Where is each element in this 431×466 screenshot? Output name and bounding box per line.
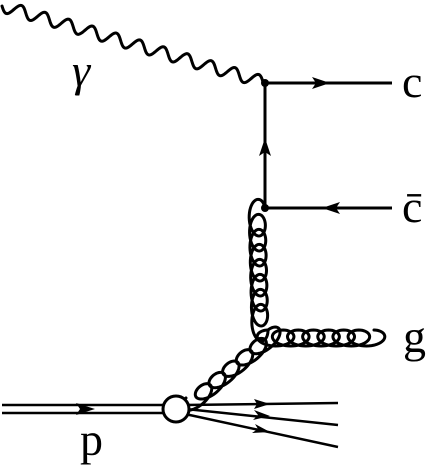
proton-remnant-lines xyxy=(184,401,339,449)
photon-label: γ xyxy=(72,45,92,96)
remnant-arrows xyxy=(252,399,270,433)
charm-label: c xyxy=(402,56,422,107)
gluon-label: g xyxy=(403,311,426,362)
charm-arrow-icon xyxy=(312,77,330,89)
anticharm-label: c̄ xyxy=(402,181,422,232)
gluon-outgoing-line xyxy=(255,328,387,348)
proton-line xyxy=(2,403,165,415)
proton-arrow-icon xyxy=(76,403,95,415)
photon-propagator xyxy=(0,3,265,85)
gluon-propagator xyxy=(247,197,270,343)
gluon-from-proton-line xyxy=(180,325,282,412)
charm-quark-loop xyxy=(263,81,392,210)
proton-label: p xyxy=(80,414,103,465)
photon-vertex-dot xyxy=(261,79,269,87)
fermion-arrows xyxy=(259,77,340,214)
proton-vertex-blob xyxy=(161,394,191,424)
anticharm-arrow-icon xyxy=(322,202,340,214)
propagator-arrow-icon xyxy=(259,138,271,156)
